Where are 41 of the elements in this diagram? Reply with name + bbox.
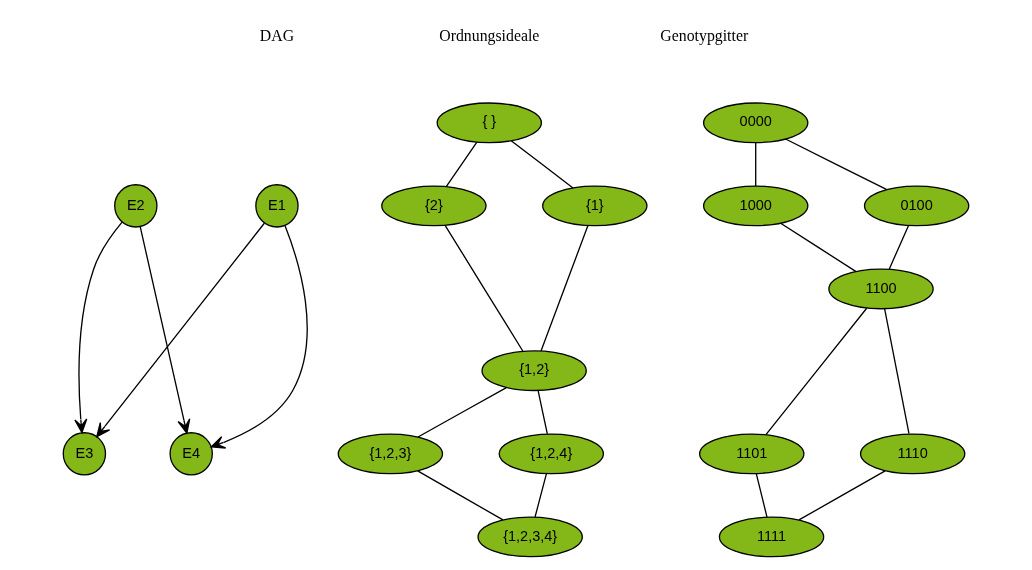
node-ellipse: 1111 xyxy=(718,516,825,558)
node-ellipse: 0100 xyxy=(863,185,970,227)
arrow xyxy=(96,222,265,438)
connector xyxy=(755,142,757,187)
connector xyxy=(510,140,574,189)
node-ellipse: {1,2,4} xyxy=(498,433,605,475)
node-circle: E1 xyxy=(255,184,299,228)
node-ellipse: 1101 xyxy=(699,433,805,475)
connector xyxy=(755,473,768,518)
connector xyxy=(537,390,548,435)
connector xyxy=(540,225,589,352)
node-ellipse: 1000 xyxy=(702,185,809,227)
node-ellipse: 1110 xyxy=(859,433,966,475)
label: Genotypgitter xyxy=(660,27,749,45)
connector xyxy=(884,308,910,435)
node-circle: E2 xyxy=(114,184,158,228)
connector xyxy=(765,307,868,436)
arrow xyxy=(74,221,123,434)
node-circle: E3 xyxy=(62,432,107,476)
connector xyxy=(444,225,524,352)
arrow xyxy=(210,225,308,449)
connector xyxy=(417,470,504,521)
node-ellipse: 1100 xyxy=(828,268,934,310)
node-ellipse: {1,2,3} xyxy=(337,433,444,475)
connector xyxy=(888,224,910,270)
node-ellipse: {1,2,3,4} xyxy=(477,516,583,558)
connector xyxy=(417,386,508,438)
label: DAG xyxy=(259,27,295,45)
node-ellipse: { } xyxy=(436,102,543,144)
node-ellipse: {1} xyxy=(542,185,648,227)
arrow xyxy=(139,226,191,434)
node-ellipse: {1,2} xyxy=(481,350,587,392)
node-ellipse: {2} xyxy=(381,185,487,227)
connector xyxy=(780,222,857,273)
connector xyxy=(534,473,548,518)
connector xyxy=(445,141,478,187)
connector xyxy=(784,138,887,191)
label: Ordnungsideale xyxy=(439,27,540,45)
connector xyxy=(798,470,886,521)
node-ellipse: 0000 xyxy=(702,102,809,144)
node-circle: E4 xyxy=(169,432,213,476)
